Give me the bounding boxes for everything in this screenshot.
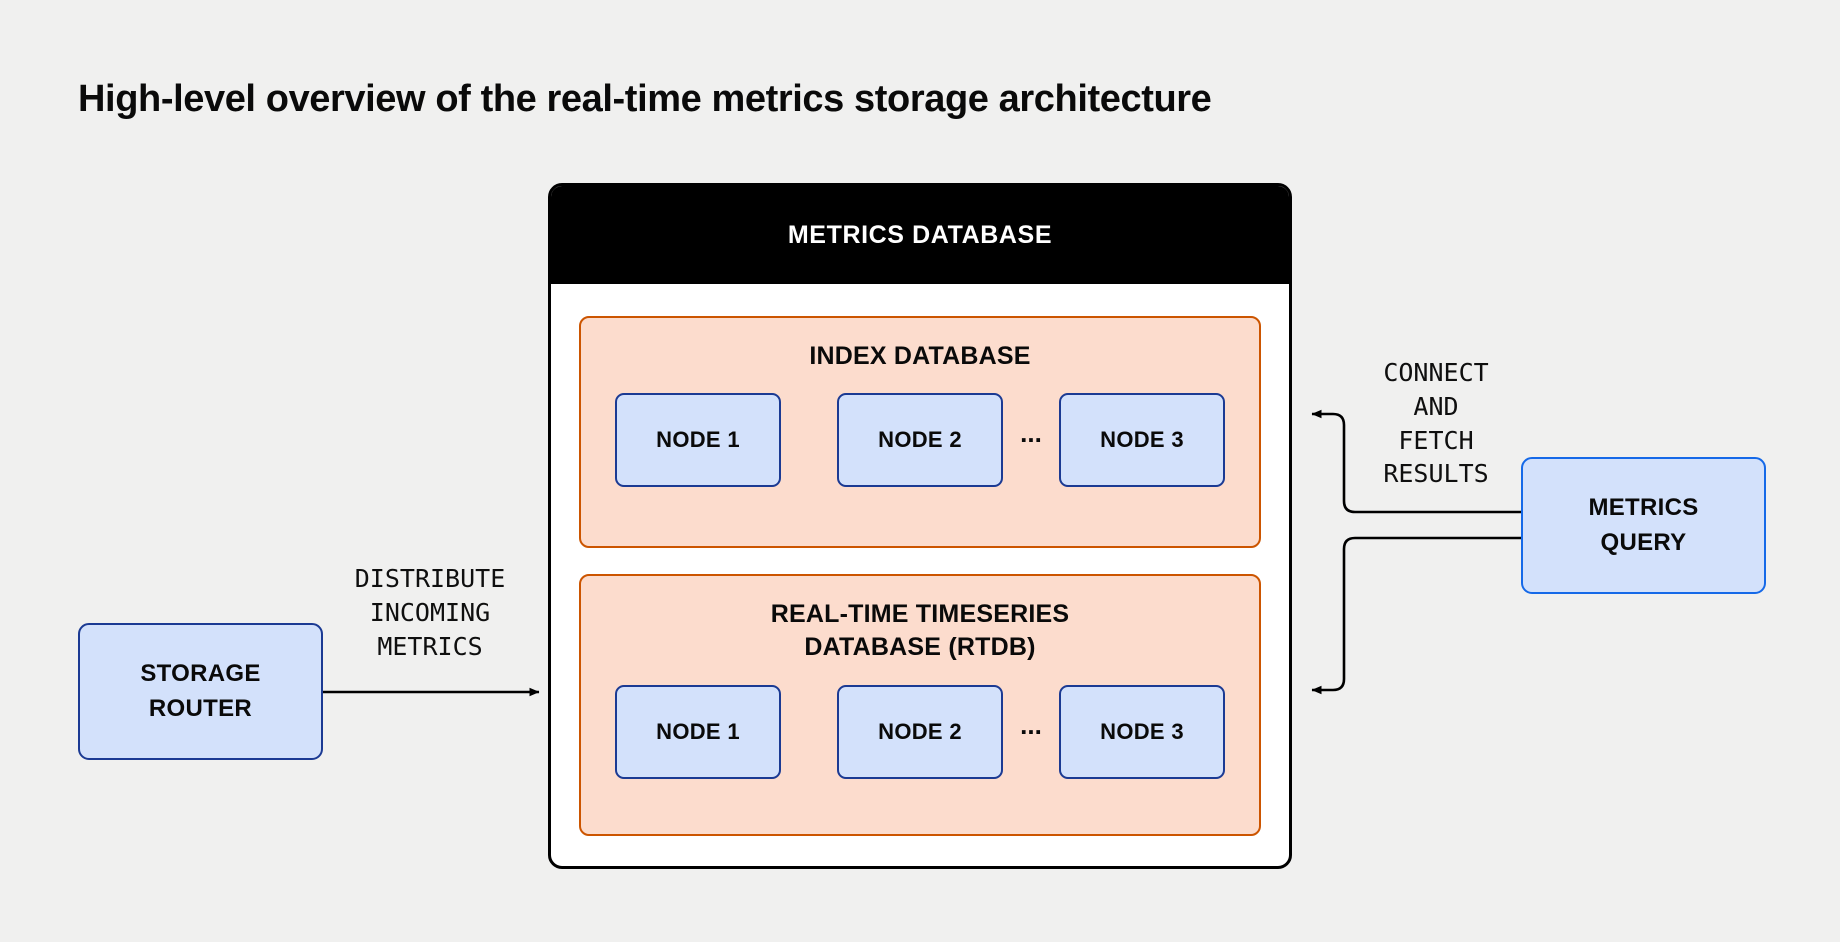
storage-router-label: STORAGE ROUTER: [140, 657, 260, 727]
edge-label-distribute-incoming-metrics: DISTRIBUTE INCOMING METRICS: [354, 564, 506, 661]
index-database-title: INDEX DATABASE: [809, 342, 1031, 370]
storage-router-box[interactable]: STORAGE ROUTER: [78, 623, 323, 760]
page-title: High-level overview of the real-time met…: [78, 78, 1212, 120]
rtdb-node-ellipsis: ...: [1020, 709, 1042, 740]
index-node-ellipsis: ...: [1020, 418, 1042, 449]
rtdb-title-line-2: DATABASE (RTDB): [804, 633, 1036, 662]
rtdb-title: REAL-TIME TIMESERIES DATABASE (RTDB): [771, 598, 1069, 665]
metrics-database-container: METRICS DATABASE INDEX DATABASE NODE 1 N…: [548, 183, 1292, 869]
metrics-query-line-2: QUERY: [1600, 528, 1687, 556]
rtdb-node-row: NODE 1 NODE 2 ... NODE 3: [603, 684, 1237, 779]
metrics-query-label: METRICS QUERY: [1588, 491, 1698, 561]
edge-label-connect-and-fetch-results: CONNECT AND FETCH RESULTS: [1383, 358, 1489, 489]
rtdb-node-1[interactable]: NODE 1: [615, 684, 781, 779]
rtdb-title-line-1: REAL-TIME TIMESERIES: [770, 600, 1070, 628]
index-database-panel[interactable]: INDEX DATABASE NODE 1 NODE 2 ... NODE 3: [579, 316, 1261, 548]
metrics-query-line-1: METRICS: [1588, 493, 1699, 521]
edge-connect-fetch-rtdb: [1311, 536, 1521, 695]
rtdb-panel[interactable]: REAL-TIME TIMESERIES DATABASE (RTDB) NOD…: [579, 574, 1261, 836]
storage-router-line-1: STORAGE: [140, 659, 261, 687]
index-node-3[interactable]: NODE 3: [1059, 393, 1225, 488]
index-database-node-row: NODE 1 NODE 2 ... NODE 3: [603, 393, 1237, 488]
metrics-database-body: INDEX DATABASE NODE 1 NODE 2 ... NODE 3 …: [551, 284, 1289, 866]
metrics-database-header: METRICS DATABASE: [551, 186, 1289, 284]
index-node-2[interactable]: NODE 2: [837, 393, 1003, 488]
rtdb-node-2[interactable]: NODE 2: [837, 684, 1003, 779]
index-node-1[interactable]: NODE 1: [615, 393, 781, 488]
metrics-query-box[interactable]: METRICS QUERY: [1521, 457, 1766, 594]
rtdb-node-3[interactable]: NODE 3: [1059, 684, 1225, 779]
storage-router-line-2: ROUTER: [148, 694, 253, 722]
